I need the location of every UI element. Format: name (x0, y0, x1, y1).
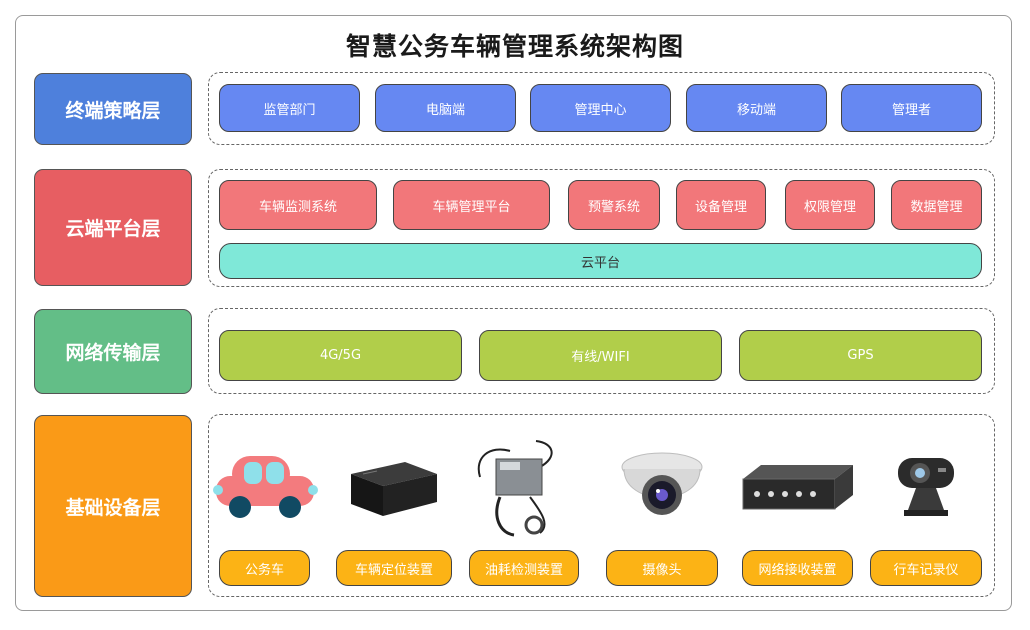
terminal-chip-center: 管理中心 (530, 84, 671, 132)
terminal-chip-manager: 管理者 (841, 84, 982, 132)
layer-label-network: 网络传输层 (34, 309, 192, 394)
network-chip-wifi: 有线/WIFI (479, 330, 722, 381)
car-icon (212, 437, 320, 537)
fuel-sensor-icon (470, 437, 562, 537)
diagram-title: 智慧公务车辆管理系统架构图 (345, 32, 684, 61)
base-chip-official-car: 公务车 (219, 550, 310, 586)
cloud-chip-warning: 预警系统 (568, 180, 660, 230)
group-base (208, 414, 995, 597)
cloud-chip-monitoring: 车辆监测系统 (219, 180, 377, 230)
base-chip-camera: 摄像头 (606, 550, 718, 586)
dome-camera-icon (617, 437, 707, 537)
network-receiver-icon (736, 437, 858, 537)
cloud-chip-data: 数据管理 (891, 180, 982, 230)
base-chip-fuel-detector: 油耗检测装置 (469, 550, 579, 586)
layer-label-cloud: 云端平台层 (34, 169, 192, 286)
cloud-chip-device: 设备管理 (676, 180, 766, 230)
locator-box-icon (340, 437, 446, 537)
base-chip-dash-recorder: 行车记录仪 (870, 550, 982, 586)
network-chip-4g5g: 4G/5G (219, 330, 462, 381)
base-chip-locator: 车辆定位装置 (336, 550, 452, 586)
cloud-chip-permission: 权限管理 (785, 180, 875, 230)
cloud-platform-bar: 云平台 (219, 243, 982, 279)
cloud-chip-management: 车辆管理平台 (393, 180, 550, 230)
group-cloud (208, 169, 995, 287)
network-chip-gps: GPS (739, 330, 982, 381)
dash-cam-icon (885, 437, 967, 537)
layer-label-terminal: 终端策略层 (34, 73, 192, 145)
terminal-chip-pc: 电脑端 (375, 84, 516, 132)
group-network (208, 308, 995, 394)
group-terminal (208, 72, 995, 145)
diagram-frame (15, 15, 1012, 611)
terminal-chip-mobile: 移动端 (686, 84, 827, 132)
terminal-chip-supervision: 监管部门 (219, 84, 360, 132)
base-chip-network-receiver: 网络接收装置 (742, 550, 853, 586)
layer-label-base: 基础设备层 (34, 415, 192, 597)
